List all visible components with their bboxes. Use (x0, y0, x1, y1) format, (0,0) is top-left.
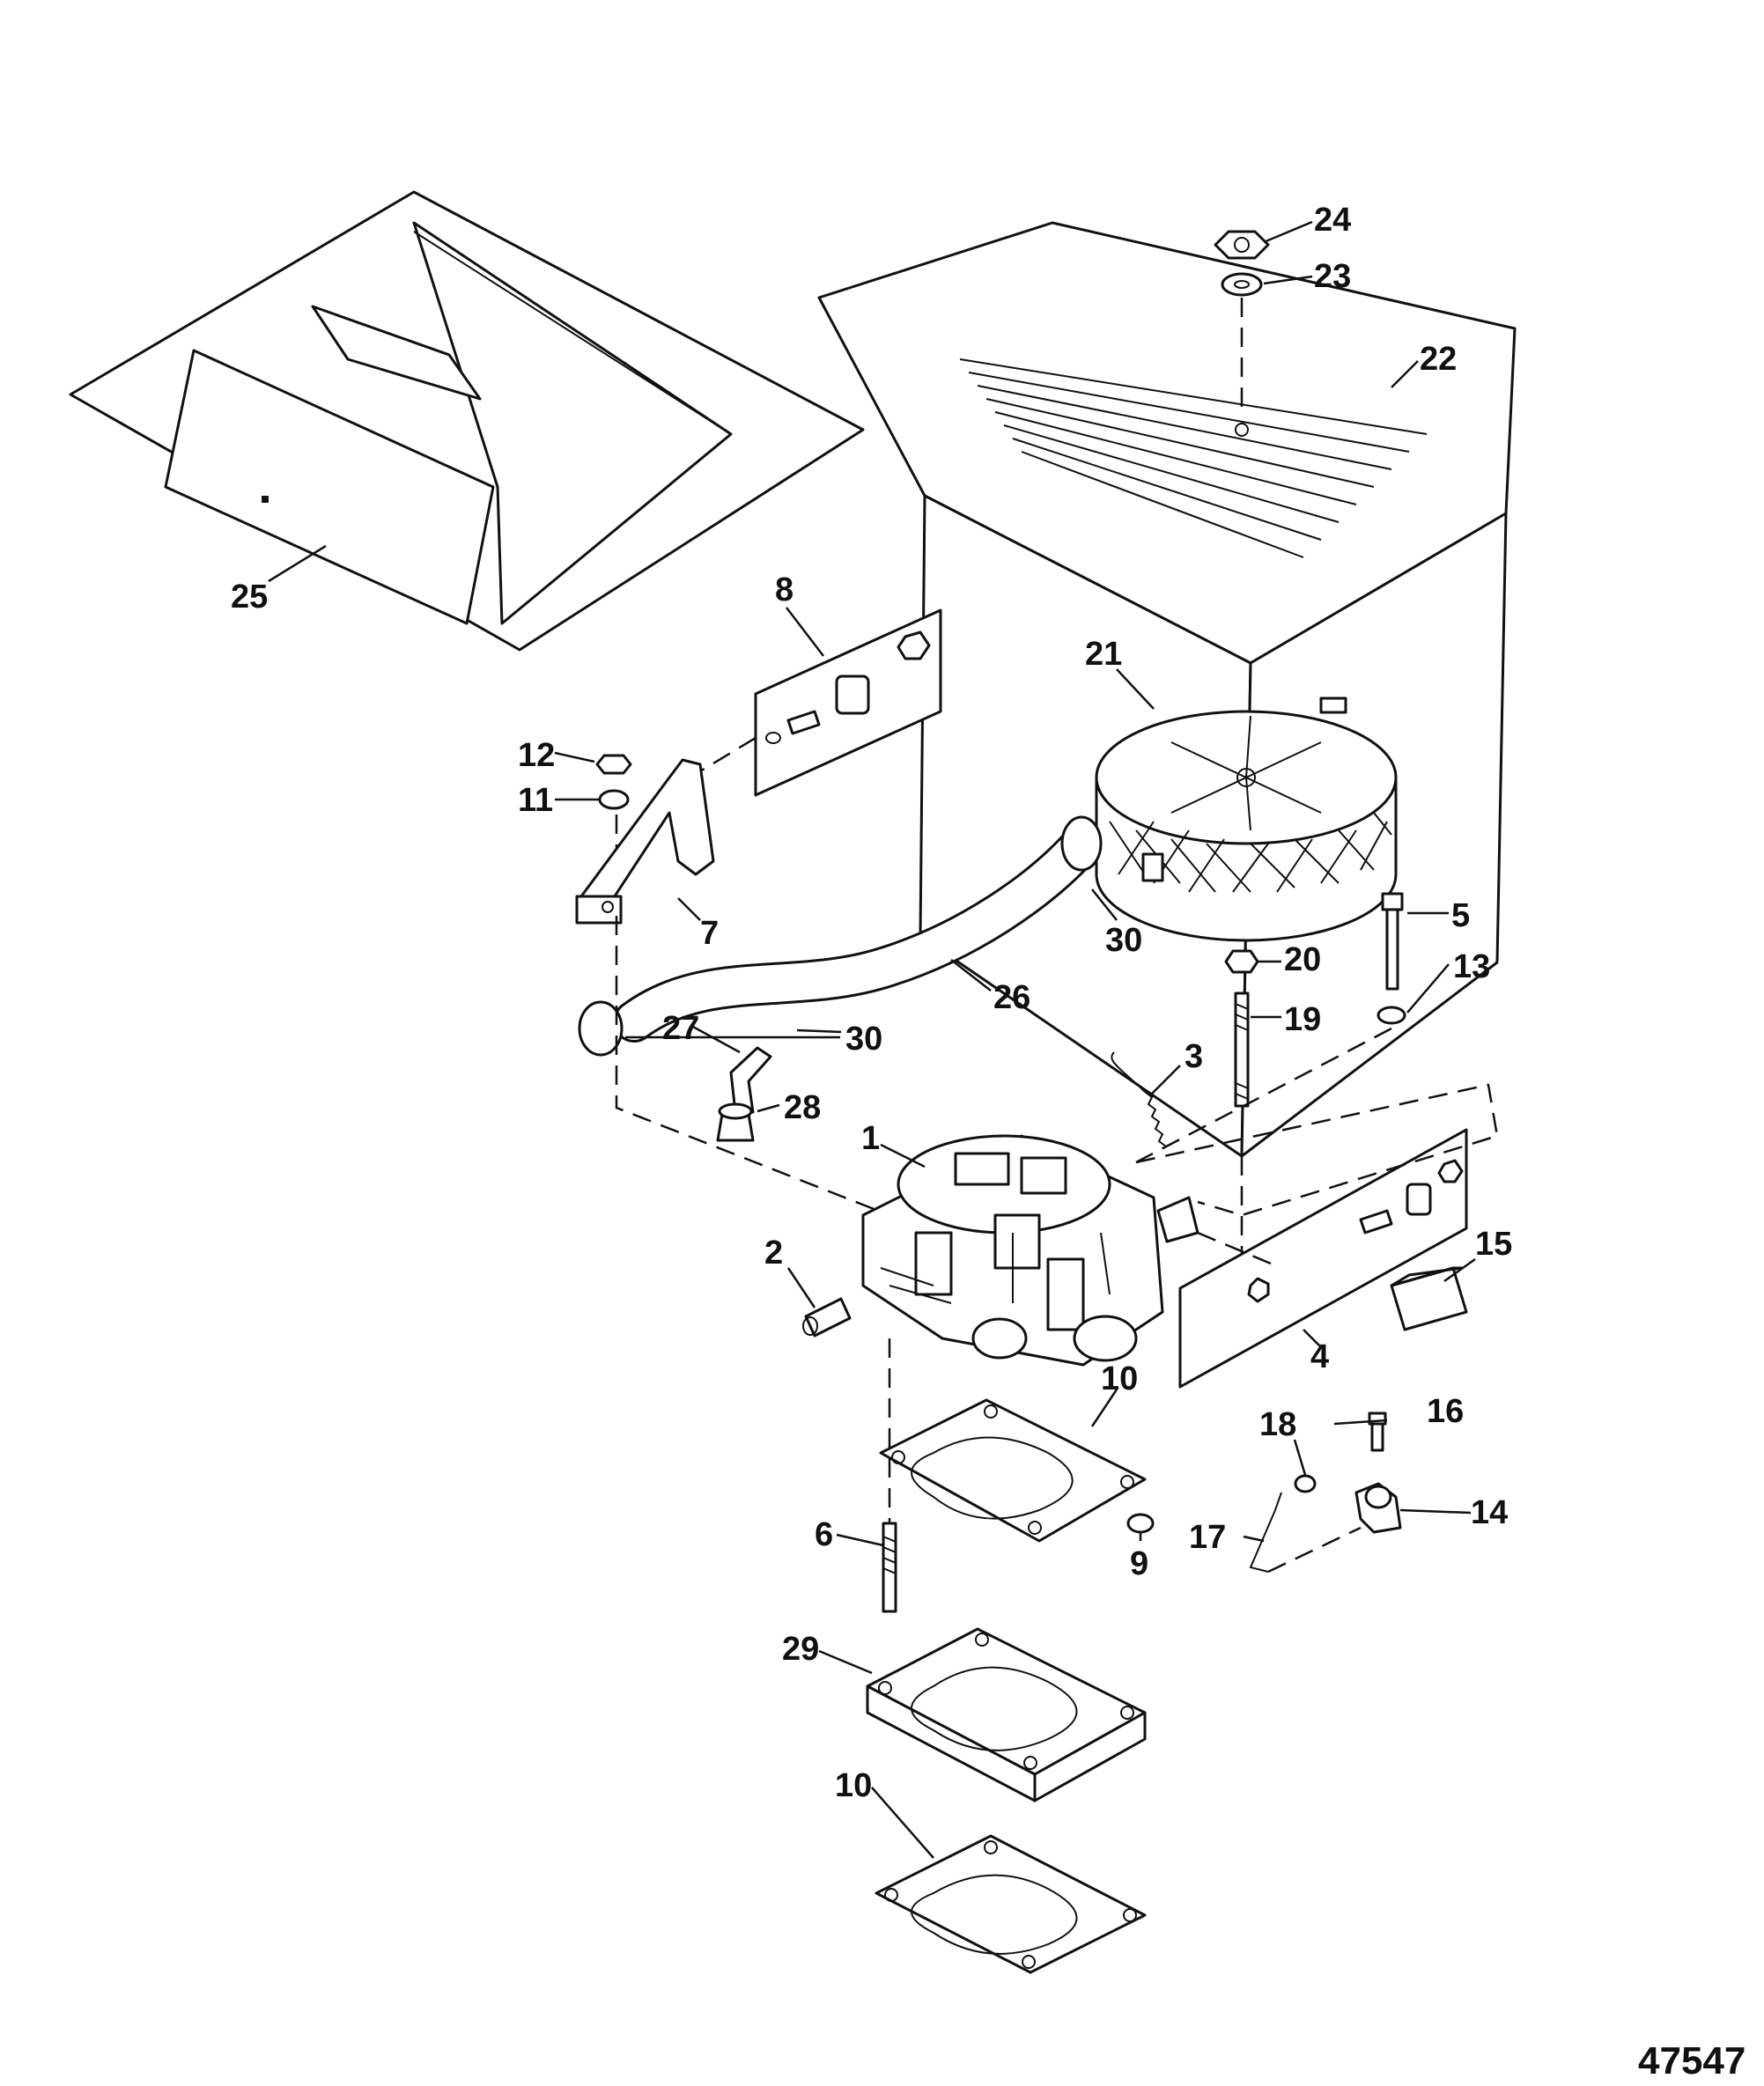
part-20-wing-nut (1224, 949, 1259, 974)
part-10-gasket-lower (875, 1834, 1147, 1974)
callout-14: 14 (1471, 1494, 1508, 1531)
callout-labels: 24 23 22 25 8 21 12 11 7 30 5 20 13 26 1… (231, 202, 1512, 1804)
part-4-fitting-kit (1178, 1128, 1468, 1389)
part-28-grommet (716, 1102, 755, 1142)
part-25-hood-cover (69, 190, 865, 652)
part-14-solenoid-bracket (1354, 1482, 1402, 1534)
callout-26: 26 (993, 979, 1030, 1016)
callout-9: 9 (1130, 1545, 1148, 1582)
part-7-bracket (575, 758, 715, 925)
callout-13: 13 (1453, 948, 1490, 985)
callout-1: 1 (861, 1120, 880, 1157)
part-5-bolt (1381, 892, 1404, 991)
part-13-lock-washer (1377, 1006, 1406, 1025)
callout-10a: 10 (1101, 1360, 1138, 1397)
callout-7: 7 (700, 915, 719, 952)
part-16-screw (1368, 1412, 1387, 1452)
callout-24: 24 (1314, 202, 1351, 239)
part-12-nut (595, 754, 632, 775)
callout-3: 3 (1185, 1038, 1203, 1075)
part-3-throttle-spring (1111, 1051, 1167, 1147)
callout-21: 21 (1085, 636, 1122, 673)
callout-11: 11 (518, 782, 553, 819)
callout-12: 12 (518, 737, 555, 774)
callout-23: 23 (1314, 258, 1351, 295)
part-1-carburetor (861, 1134, 1199, 1367)
callout-29: 29 (782, 1631, 819, 1668)
part-29-carburetor-spacer (866, 1627, 1147, 1802)
callout-8: 8 (775, 571, 793, 608)
part-9-o-ring (1126, 1513, 1155, 1534)
part-27-elbow-fitting (729, 1046, 772, 1114)
part-8-fitting-kit (754, 608, 942, 797)
part-30-hose-clamp-upper (1060, 815, 1103, 872)
part-10-gasket-upper (879, 1398, 1147, 1543)
callout-2: 2 (764, 1235, 783, 1272)
callout-19: 19 (1284, 1001, 1321, 1038)
callout-4: 4 (1310, 1338, 1329, 1375)
callout-27: 27 (662, 1010, 699, 1047)
callout-10b: 10 (835, 1767, 872, 1804)
part-6-stud (882, 1522, 897, 1613)
callout-22: 22 (1420, 341, 1457, 378)
part-26-vent-hose (613, 831, 1096, 1043)
part-17-link-rod (1249, 1492, 1282, 1573)
part-11-washer (598, 789, 630, 810)
part-23-washer (1221, 272, 1263, 297)
part-2-fitting (802, 1297, 852, 1338)
callout-20: 20 (1284, 941, 1321, 978)
part-24-nut (1214, 230, 1270, 260)
callout-5: 5 (1451, 897, 1470, 934)
callout-30a: 30 (1105, 922, 1142, 959)
part-30-hose-clamp-lower (578, 1000, 624, 1057)
callout-18: 18 (1259, 1406, 1296, 1443)
part-18-washer (1294, 1474, 1317, 1493)
callout-6: 6 (815, 1516, 833, 1553)
callout-25: 25 (231, 579, 268, 615)
figure-number: 47547 (1638, 2039, 1746, 2082)
leader-lines (268, 220, 1476, 1859)
callout-15: 15 (1475, 1226, 1512, 1263)
part-15-switch-block (1390, 1266, 1468, 1331)
part-19-stud (1234, 991, 1250, 1108)
callout-28: 28 (784, 1089, 821, 1126)
part-21-flame-arrestor (1095, 697, 1398, 942)
callout-30b: 30 (845, 1021, 882, 1058)
callout-17: 17 (1189, 1519, 1226, 1556)
callout-16: 16 (1427, 1393, 1464, 1430)
